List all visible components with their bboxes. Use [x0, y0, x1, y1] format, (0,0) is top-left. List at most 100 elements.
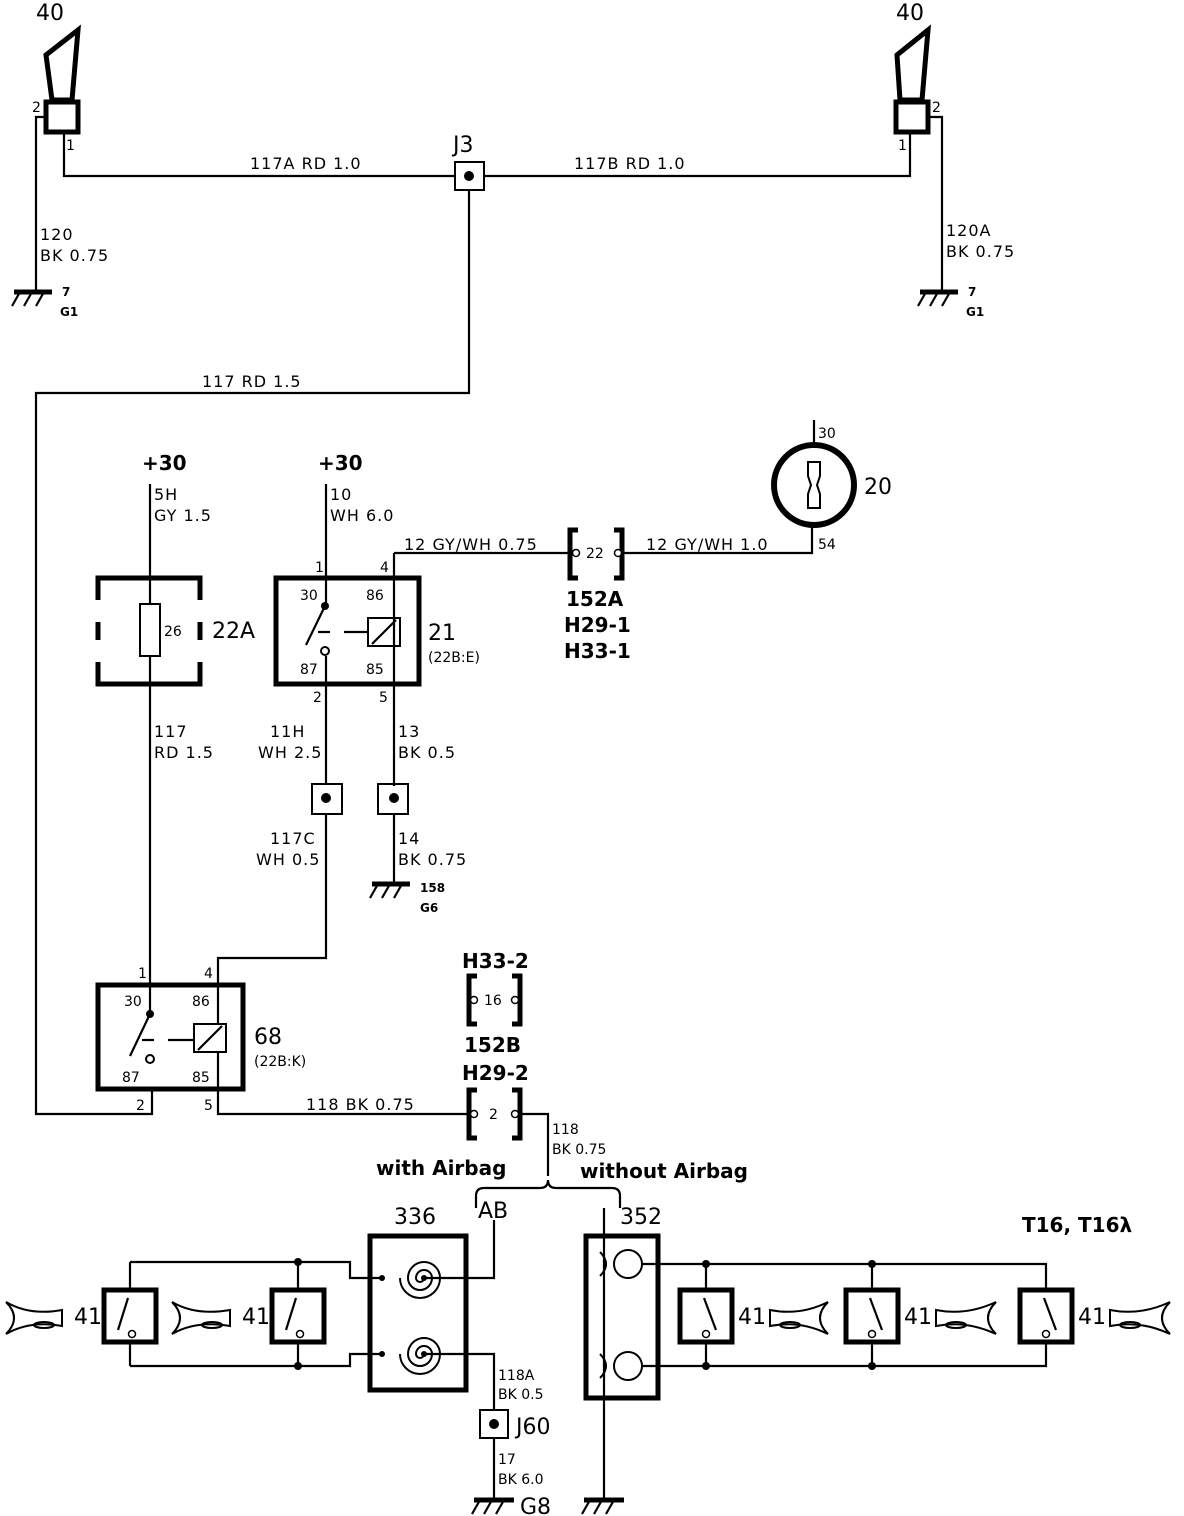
wire-13-label: 13 — [398, 722, 420, 741]
ground-g6: 158 G6 — [369, 881, 445, 915]
ground-352 — [581, 1497, 624, 1515]
ground-g6-label: G6 — [420, 901, 438, 915]
connector-2-top: H29-2 — [462, 1061, 529, 1085]
relay-21-label: 21 — [428, 621, 456, 646]
horn-41-right-3-label: 41 — [1078, 1305, 1106, 1330]
wire-118b-label: 118 — [552, 1122, 579, 1138]
horn-switch-t54: 54 — [818, 537, 836, 553]
junction-j60-label: J60 — [514, 1415, 550, 1440]
wire-5h-spec: GY 1.5 — [154, 506, 212, 525]
horn-41-right-2-label: 41 — [904, 1305, 932, 1330]
relay-21-sub: (22B:E) — [428, 650, 480, 666]
horn-41-left-2: 41 — [171, 1258, 327, 1370]
ground-g1-right-num: 7 — [968, 285, 976, 299]
clock-spring-ab: AB — [478, 1199, 508, 1224]
wire-11h-spec: WH 2.5 — [258, 743, 322, 762]
wire-120a-label: 120A — [946, 221, 991, 240]
horn-41-right-1-label: 41 — [738, 1305, 766, 1330]
relay-21-t85: 85 — [366, 662, 384, 678]
relay-68-label: 68 — [254, 1025, 282, 1050]
relay-68-pin4: 4 — [204, 966, 213, 982]
wire-118a-spec: BK 0.5 — [498, 1387, 544, 1403]
junction-wh — [311, 783, 343, 815]
fuse-box-label: 22A — [212, 619, 255, 644]
variant-models: T16, T16λ — [1022, 1213, 1133, 1237]
wire-10-spec: WH 6.0 — [330, 506, 394, 525]
fuse-26-label: 26 — [164, 624, 182, 640]
horn-41-left-1: 41 — [5, 1262, 159, 1366]
relay-21-pin1: 1 — [315, 560, 324, 576]
wire-120-label: 120 — [40, 225, 74, 244]
variant-with-airbag: with Airbag — [376, 1156, 506, 1180]
connector-22-name-1: 152A — [566, 587, 624, 611]
wire-120-spec: BK 0.75 — [40, 246, 109, 265]
junction-bk — [377, 783, 409, 815]
relay-68-t86: 86 — [192, 994, 210, 1010]
ground-g1-left-label: G1 — [60, 305, 78, 319]
relay-68-t85: 85 — [192, 1070, 210, 1086]
horn-right-40: 40 2 1 — [893, 1, 941, 154]
ground-g1-right-label: G1 — [966, 305, 984, 319]
relay-21-t87: 87 — [300, 662, 318, 678]
junction-j3-label: J3 — [451, 133, 474, 158]
ground-g8: G8 — [471, 1495, 551, 1516]
horn-41-left-2-label: 41 — [242, 1305, 270, 1330]
wire-5h-label: 5H — [154, 485, 178, 504]
wire-118b-spec: BK 0.75 — [552, 1142, 606, 1158]
wire-11h-label: 11H — [270, 722, 305, 741]
wire-17-spec: BK 6.0 — [498, 1472, 544, 1488]
supply-left-label: +30 — [142, 451, 187, 475]
relay-68-t30: 30 — [124, 994, 142, 1010]
horn-41-right-3: 41 — [1017, 1287, 1171, 1345]
wire-117-lower-label: 117 — [154, 722, 188, 741]
ground-g6-num: 158 — [420, 881, 445, 895]
connector-22-name-3: H33-1 — [564, 639, 631, 663]
horn-41-right-1: 41 — [677, 1260, 829, 1370]
connector-16-pin: 16 — [484, 993, 502, 1009]
fuse-box-22a: 26 22A — [95, 575, 255, 687]
horn-left-pin-1: 1 — [66, 138, 75, 154]
junction-j60: J60 — [479, 1409, 550, 1440]
connector-2: H29-2 2 — [462, 1061, 529, 1141]
relay-21-t86: 86 — [366, 588, 384, 604]
supply-right-label: +30 — [318, 451, 363, 475]
ground-g1-left: 7 G1 — [11, 285, 78, 319]
horn-left-label: 40 — [36, 1, 64, 26]
horn-right-pin-2: 2 — [932, 100, 941, 116]
clock-spring-label: 336 — [394, 1205, 436, 1230]
relay-68-sub: (22B:K) — [254, 1054, 306, 1070]
connector-16-bottom: 152B — [464, 1033, 521, 1057]
horn-switch-20: 30 20 54 — [771, 420, 892, 553]
connector-2-pin: 2 — [489, 1107, 498, 1123]
relay-68-pin2: 2 — [136, 1098, 145, 1114]
connector-16-top: H33-2 — [462, 949, 529, 973]
connector-16: H33-2 16 152B — [462, 949, 529, 1057]
horn-41-left-1-label: 41 — [74, 1305, 102, 1330]
horn-left-pin-2: 2 — [32, 100, 41, 116]
wire-12b-label: 12 GY/WH 1.0 — [646, 535, 769, 554]
contact-352: 352 — [583, 1205, 662, 1401]
junction-j3: J3 — [451, 133, 485, 191]
ground-g1-left-num: 7 — [62, 285, 70, 299]
relay-21: 30 86 87 85 21 (22B:E) 1 4 2 5 — [273, 560, 480, 706]
wire-14-label: 14 — [398, 829, 420, 848]
horn-left-40: 40 2 1 — [32, 1, 81, 154]
horn-switch-t30: 30 — [818, 426, 836, 442]
ground-g1-right: 7 G1 — [917, 285, 984, 319]
relay-21-pin5: 5 — [379, 690, 388, 706]
wire-12a-label: 12 GY/WH 0.75 — [404, 535, 538, 554]
relay-68: 30 86 87 85 68 (22B:K) 1 4 2 5 — [95, 966, 306, 1114]
wire-117-lower-spec: RD 1.5 — [154, 743, 214, 762]
relay-68-pin5: 5 — [204, 1098, 213, 1114]
horn-right-pin-1: 1 — [898, 138, 907, 154]
relay-21-t30: 30 — [300, 588, 318, 604]
variant-without-airbag: without Airbag — [580, 1159, 748, 1183]
relay-21-pin4: 4 — [380, 560, 389, 576]
clock-spring-336: 336 AB — [367, 1199, 508, 1393]
wire-14-spec: BK 0.75 — [398, 850, 467, 869]
wire-117a-label: 117A RD 1.0 — [250, 154, 362, 173]
connector-22: 22 152A H29-1 H33-1 — [564, 527, 631, 663]
wire-120a-spec: BK 0.75 — [946, 242, 1015, 261]
wire-118-label: 118 BK 0.75 — [306, 1095, 415, 1114]
wire-117c-spec: WH 0.5 — [256, 850, 320, 869]
